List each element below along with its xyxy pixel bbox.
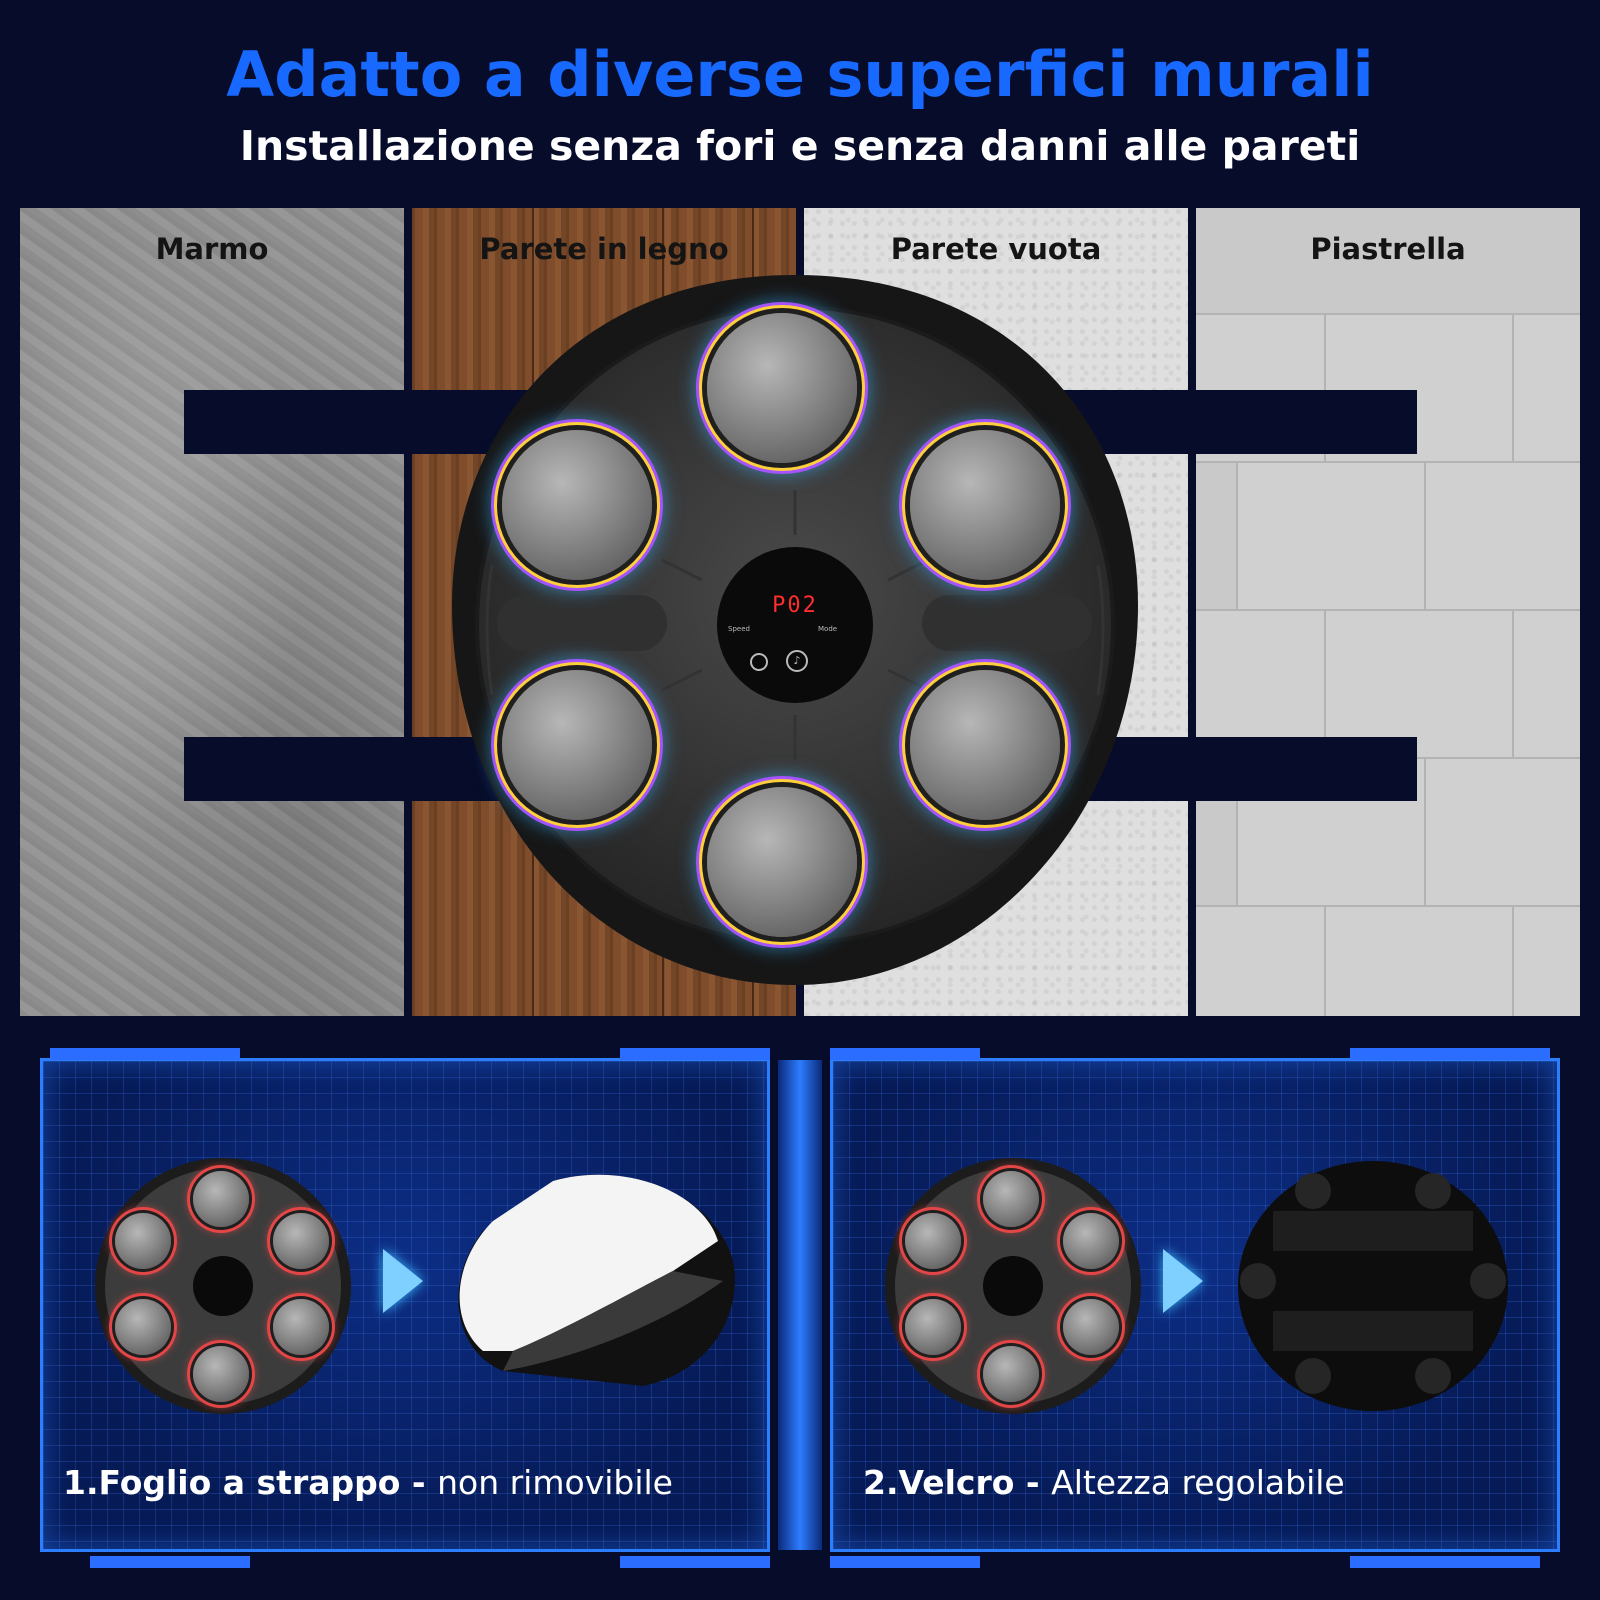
mode-button-label: Mode: [818, 625, 838, 633]
strike-pad-top: [707, 313, 857, 463]
frame-accent-bar: [620, 1048, 770, 1060]
strike-pad-small: [1063, 1213, 1119, 1269]
surface-label: Parete in legno: [479, 232, 729, 266]
arrow-right-icon: [383, 1249, 423, 1313]
strike-pad-small: [905, 1213, 961, 1269]
frame-accent-bar: [50, 1048, 240, 1060]
surface-panel-tile: Piastrella: [1196, 208, 1580, 1016]
surface-label: Parete vuota: [890, 232, 1102, 266]
surface-label: Piastrella: [1310, 232, 1466, 266]
frame-accent-bar: [620, 1556, 770, 1568]
strike-pad-small: [115, 1299, 171, 1355]
frame-accent-bar: [1350, 1048, 1550, 1060]
subheadline: Installazione senza fori e senza danni a…: [239, 122, 1361, 170]
method-detail: non rimovibile: [437, 1463, 673, 1502]
velcro-back-image: [1238, 1161, 1508, 1411]
frame-accent-bar: [90, 1556, 250, 1568]
method-separator: -: [400, 1463, 438, 1502]
frame-accent-bar: [830, 1048, 980, 1060]
arrow-right-icon: [1163, 1249, 1203, 1313]
power-icon: [750, 653, 768, 671]
music-icon: ♪: [786, 650, 808, 672]
method-title: 2.Velcro: [863, 1463, 1015, 1502]
strike-pad-lower-right: [910, 670, 1060, 820]
strike-pad-lower-left: [502, 670, 652, 820]
frame-accent-bar: [830, 1556, 980, 1568]
method-caption: 1.Foglio a strappo - non rimovibile: [63, 1463, 673, 1502]
strike-pad-small: [905, 1299, 961, 1355]
speed-button-label: Speed: [728, 625, 750, 633]
method-title: 1.Foglio a strappo: [63, 1463, 401, 1502]
strike-pad-upper-right: [910, 430, 1060, 580]
surface-panel-marble: Marmo: [20, 208, 404, 1016]
strike-pad-small: [193, 1171, 249, 1227]
headline: Adatto a diverse superfici murali: [226, 38, 1374, 111]
method-detail: Altezza regolabile: [1051, 1463, 1345, 1502]
strike-pad-small: [983, 1171, 1039, 1227]
method-separator: -: [1014, 1463, 1052, 1502]
strike-pad-small: [115, 1213, 171, 1269]
method-frame-velcro: 2.Velcro - Altezza regolabile: [830, 1058, 1560, 1552]
boxing-machine: P02 Speed Mode ♪: [452, 275, 1138, 985]
frame-accent-bar: [1350, 1556, 1540, 1568]
method-caption: 2.Velcro - Altezza regolabile: [863, 1463, 1345, 1502]
strike-pad-small: [273, 1299, 329, 1355]
display-readout: P02: [772, 593, 818, 618]
strike-pad-small: [983, 1346, 1039, 1402]
frame-divider: [778, 1060, 822, 1550]
strike-pad-small: [193, 1346, 249, 1402]
method-frame-peel-sheet: 1.Foglio a strappo - non rimovibile: [40, 1058, 770, 1552]
adhesive-sheet-image: [458, 1174, 735, 1386]
strike-pad-small: [273, 1213, 329, 1269]
strike-pad-small: [1063, 1299, 1119, 1355]
strike-pad-bottom: [707, 787, 857, 937]
strike-pad-upper-left: [502, 430, 652, 580]
surface-label: Marmo: [155, 232, 269, 266]
